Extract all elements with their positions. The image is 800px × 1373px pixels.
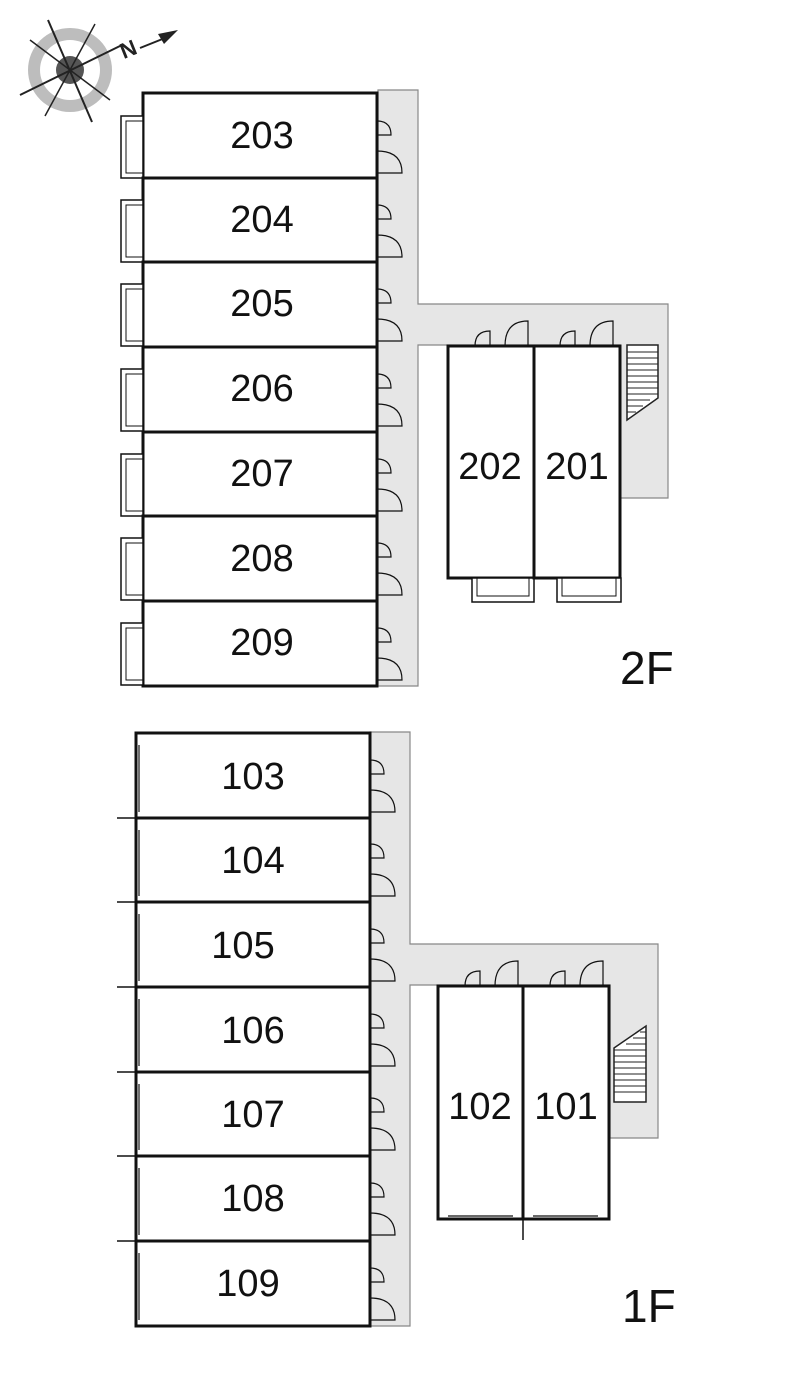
- unit-number: 206: [230, 368, 293, 410]
- unit-2f-2: 205: [120, 260, 403, 349]
- floor-2f: 203 204 205: [120, 89, 674, 694]
- unit-1f-0: 103: [134, 731, 396, 820]
- unit-2f-0: 203: [120, 91, 403, 180]
- unit-number: 107: [221, 1094, 284, 1136]
- compass-north-label: N: [116, 35, 140, 64]
- unit-2f-3: 206: [120, 345, 403, 434]
- unit-number: 101: [534, 1086, 597, 1128]
- unit-101: 101: [521, 960, 611, 1221]
- unit-number: 108: [221, 1178, 284, 1220]
- unit-2f-1: 204: [120, 176, 403, 264]
- stairs-icon: [613, 1024, 647, 1103]
- unit-number: 202: [458, 446, 521, 488]
- unit-1f-4: 107: [117, 1070, 396, 1158]
- unit-number: 102: [448, 1086, 511, 1128]
- unit-1f-6: 109: [117, 1239, 396, 1328]
- floor-label-1f: 1F: [622, 1280, 676, 1332]
- unit-1f-5: 108: [117, 1154, 396, 1243]
- unit-number: 201: [545, 446, 608, 488]
- unit-number: 105: [211, 925, 274, 967]
- unit-2f-4: 207: [120, 430, 403, 518]
- unit-block-1f-main: 103 104 105: [117, 731, 396, 1328]
- unit-number: 209: [230, 622, 293, 664]
- floor-1f: 103 104 105: [117, 731, 676, 1332]
- unit-number: 205: [230, 283, 293, 325]
- unit-number: 109: [216, 1263, 279, 1305]
- unit-number: 103: [221, 756, 284, 798]
- unit-1f-1: 104: [117, 816, 396, 904]
- unit-number: 208: [230, 538, 293, 580]
- stairs-icon: [626, 344, 659, 422]
- unit-102: 102: [436, 960, 525, 1221]
- unit-2f-5: 208: [120, 514, 403, 603]
- unit-1f-2: 105: [117, 900, 396, 989]
- floor-label-2f: 2F: [620, 642, 674, 694]
- unit-block-2f-main: 203 204 205: [120, 91, 403, 688]
- unit-number: 203: [230, 115, 293, 157]
- unit-number: 106: [221, 1010, 284, 1052]
- unit-number: 207: [230, 453, 293, 495]
- unit-2f-6: 209: [120, 599, 403, 688]
- unit-202: 202: [446, 320, 536, 603]
- unit-number: 204: [230, 199, 293, 241]
- unit-1f-3: 106: [117, 985, 396, 1074]
- unit-201: 201: [532, 320, 622, 603]
- unit-number: 104: [221, 840, 284, 882]
